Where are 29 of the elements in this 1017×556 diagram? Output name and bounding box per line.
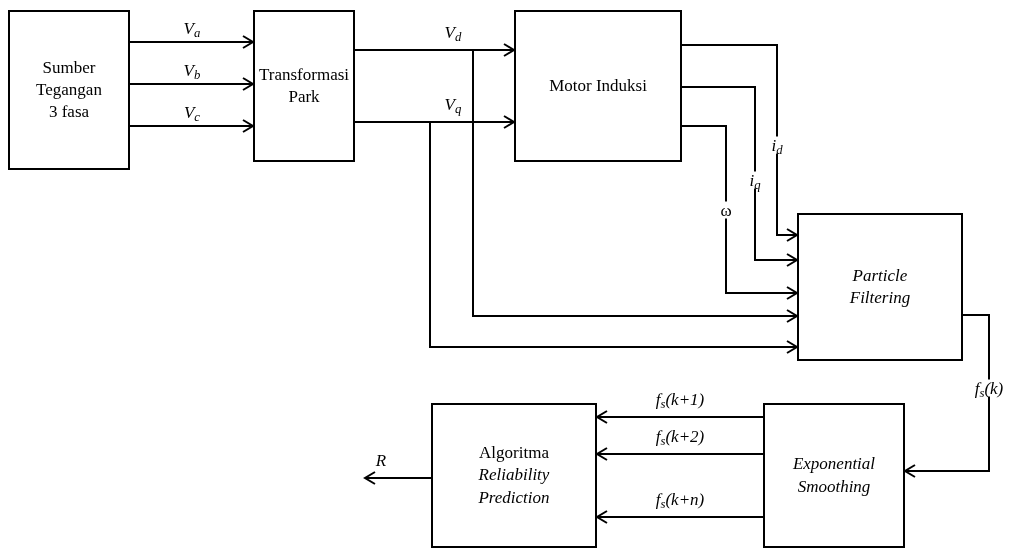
box-label: Motor Induksi bbox=[549, 74, 647, 97]
arrow bbox=[596, 447, 764, 461]
box-label: Transformasi Park bbox=[259, 63, 350, 108]
process-box bbox=[431, 403, 597, 548]
edge-label: f$_{s}$(k+n) bbox=[654, 490, 706, 508]
arrow bbox=[681, 86, 798, 267]
box-label: Particle Filtering bbox=[848, 264, 912, 309]
process-box bbox=[253, 10, 355, 162]
arrow bbox=[681, 44, 798, 242]
arrow bbox=[129, 77, 254, 91]
box-label: Algoritma Reliability Prediction bbox=[477, 442, 551, 509]
edge-label: f$_{s}$(k) bbox=[973, 379, 1005, 397]
edge-label: f$_{s}$(k+2) bbox=[654, 427, 706, 445]
arrow bbox=[681, 125, 798, 300]
arrow bbox=[129, 35, 254, 49]
edge-label: ω bbox=[719, 201, 733, 219]
process-box bbox=[514, 10, 682, 162]
process-box bbox=[797, 213, 963, 361]
arrow bbox=[596, 410, 764, 424]
box-label: Sumber Tegangan 3 fasa bbox=[35, 56, 103, 124]
edge-label: i$_{d}$ bbox=[770, 136, 784, 154]
arrow bbox=[129, 119, 254, 133]
box-label: Exponential Smoothing bbox=[791, 453, 877, 498]
process-box bbox=[763, 403, 905, 548]
arrow bbox=[364, 471, 432, 485]
edge-label: f$_{s}$(k+1) bbox=[654, 390, 706, 408]
process-box bbox=[8, 10, 130, 170]
arrow bbox=[596, 510, 764, 524]
arrow bbox=[904, 314, 990, 478]
